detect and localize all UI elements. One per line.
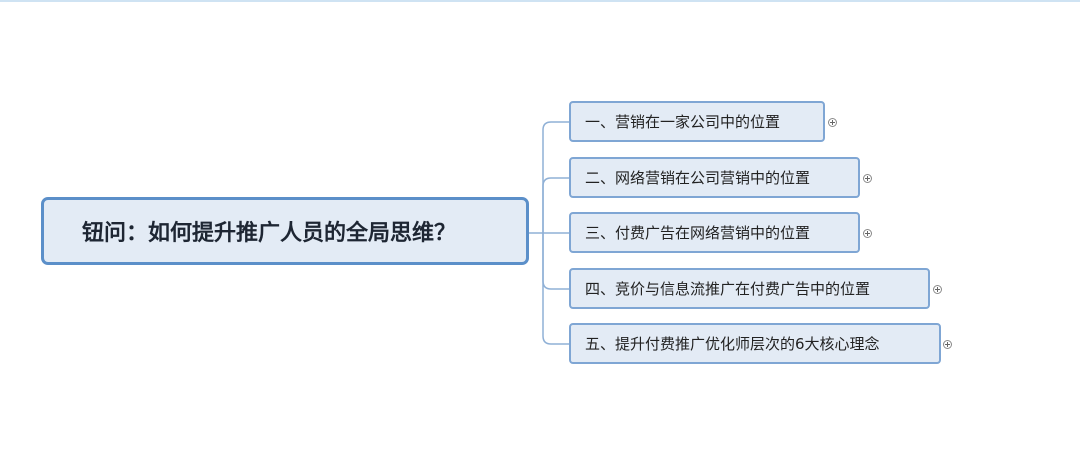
connector-branch-4	[542, 233, 569, 290]
branch-topic-1[interactable]: 一、营销在一家公司中的位置	[569, 101, 825, 142]
root-topic-label: 钮问：如何提升推广人员的全局思维？	[82, 221, 457, 246]
branch-topic-label: 三、付费广告在网络营销中的位置	[585, 224, 811, 242]
plus-circle-icon[interactable]	[863, 174, 872, 183]
branch-topic-4[interactable]: 四、竞价与信息流推广在付费广告中的位置	[569, 268, 930, 309]
branch-topic-2[interactable]: 二、网络营销在公司营销中的位置	[569, 157, 860, 198]
plus-circle-icon[interactable]	[863, 229, 872, 238]
connector-branch-1	[542, 121, 569, 233]
root-topic[interactable]: 钮问：如何提升推广人员的全局思维？	[41, 197, 529, 265]
plus-circle-icon[interactable]	[933, 285, 942, 294]
connector-branch-2	[542, 177, 569, 233]
branch-topic-5[interactable]: 五、提升付费推广优化师层次的6大核心理念	[569, 323, 941, 364]
branch-topic-label: 五、提升付费推广优化师层次的6大核心理念	[585, 335, 880, 353]
branch-topic-label: 一、营销在一家公司中的位置	[585, 113, 781, 131]
branch-topic-label: 四、竞价与信息流推广在付费广告中的位置	[585, 280, 871, 298]
connector-branch-5	[542, 233, 569, 345]
branch-topic-label: 二、网络营销在公司营销中的位置	[585, 169, 811, 187]
plus-circle-icon[interactable]	[828, 118, 837, 127]
branch-topic-3[interactable]: 三、付费广告在网络营销中的位置	[569, 212, 860, 253]
top-border	[0, 0, 1080, 2]
plus-circle-icon[interactable]	[943, 340, 952, 349]
